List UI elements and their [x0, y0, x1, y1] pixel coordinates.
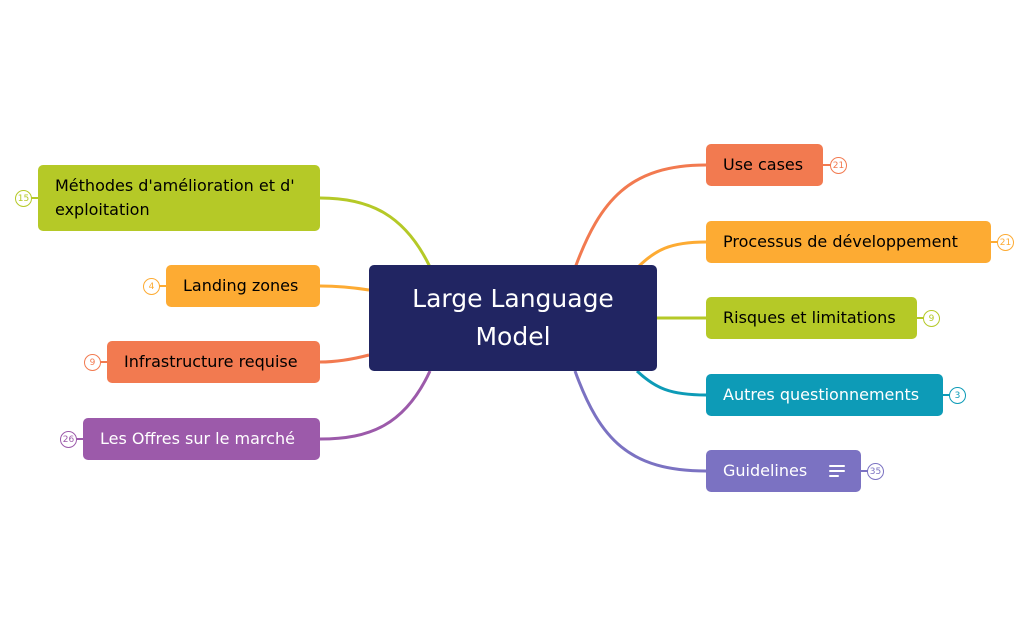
count-badge[interactable]: 9: [923, 310, 940, 327]
connector-landing: [319, 284, 370, 292]
count-badge[interactable]: 9: [84, 354, 101, 371]
central-topic-line2: Model: [475, 322, 551, 351]
topic-offres[interactable]: Les Offres sur le marché: [83, 418, 320, 460]
topic-methodes[interactable]: Méthodes d'amélioration et d' exploitati…: [38, 165, 320, 231]
count-badge[interactable]: 21: [997, 234, 1014, 251]
topic-infrastructure[interactable]: Infrastructure requise: [107, 341, 320, 383]
connector-processus: [635, 240, 707, 270]
count-badge[interactable]: 35: [867, 463, 884, 480]
topic-label: Guidelines: [723, 461, 808, 480]
topic-landing[interactable]: Landing zones: [166, 265, 320, 307]
count-badge[interactable]: 26: [60, 431, 77, 448]
count-badge[interactable]: 15: [15, 190, 32, 207]
topic-label: Risques et limitations: [723, 308, 896, 327]
connector-methodes: [319, 196, 432, 268]
connector-offres: [319, 370, 432, 441]
notes-icon[interactable]: [829, 465, 846, 477]
central-topic[interactable]: Large Language Model: [369, 265, 657, 371]
topic-label: Processus de développement: [723, 232, 958, 251]
topic-label: Autres questionnements: [723, 385, 920, 404]
topic-risques[interactable]: Risques et limitations: [706, 297, 917, 339]
connector-use-cases: [573, 163, 707, 269]
topic-guidelines[interactable]: Guidelines: [706, 450, 861, 492]
topic-label: Les Offres sur le marché: [100, 429, 295, 448]
count-badge[interactable]: 3: [949, 387, 966, 404]
connector-guidelines: [573, 370, 707, 473]
topic-label: Landing zones: [183, 276, 299, 295]
count-badge[interactable]: 4: [143, 278, 160, 295]
topic-use-cases[interactable]: Use cases: [706, 144, 823, 186]
topic-label: Infrastructure requise: [124, 352, 298, 371]
connector-autres: [635, 369, 707, 397]
topic-label: Use cases: [723, 155, 804, 174]
topic-processus[interactable]: Processus de développement: [706, 221, 991, 263]
central-topic-line1: Large Language: [412, 284, 614, 313]
count-badge[interactable]: 21: [830, 157, 847, 174]
connector-infrastructure: [319, 353, 370, 364]
topic-label: Méthodes d'amélioration et d' exploitati…: [55, 176, 295, 219]
topic-autres[interactable]: Autres questionnements: [706, 374, 943, 416]
